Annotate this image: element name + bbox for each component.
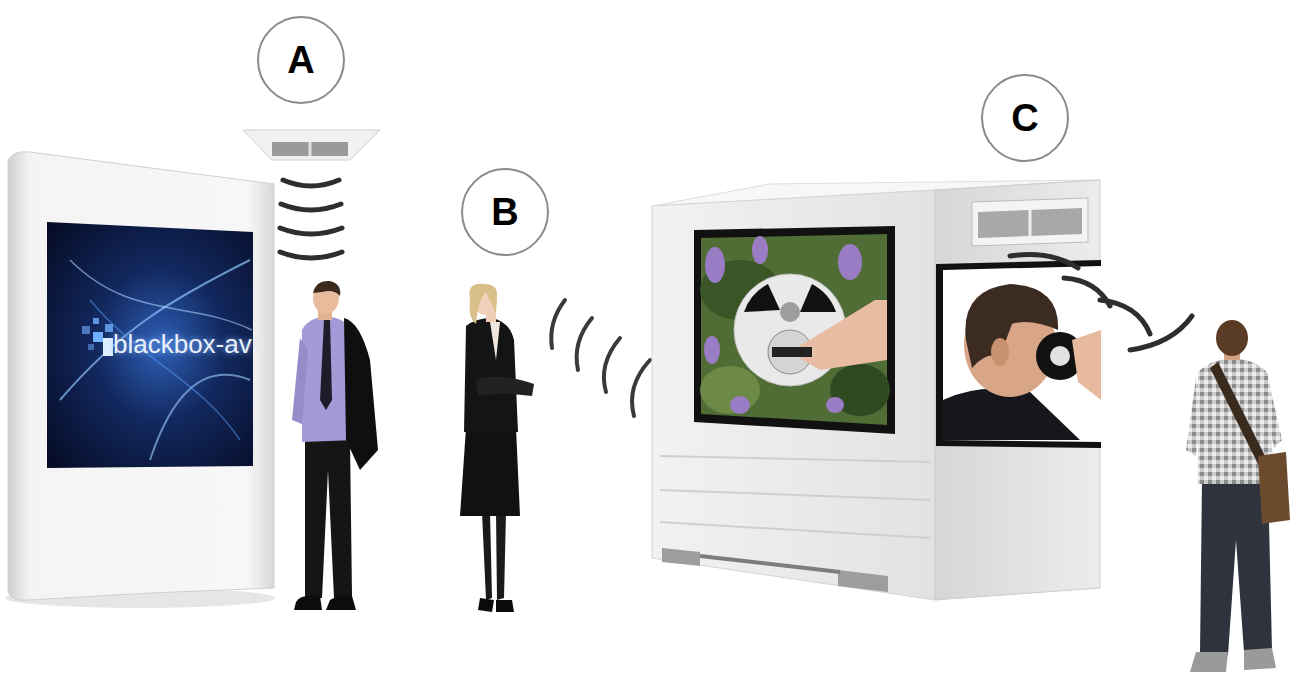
display-screen-node: blackbox-av	[47, 222, 253, 466]
screen-logo-text: blackbox-av	[113, 329, 252, 360]
callout-circle: A	[256, 15, 346, 105]
display-wall	[5, 152, 275, 608]
kiosk-side-screen	[936, 260, 1101, 448]
kiosk	[652, 180, 1100, 600]
callout-letter: C	[1011, 99, 1038, 137]
callout-letter: B	[491, 193, 518, 231]
person-a	[292, 281, 378, 610]
display-screen	[47, 222, 253, 468]
ceiling-speaker	[243, 130, 380, 160]
sound-waves	[280, 180, 342, 258]
light-streak	[150, 375, 250, 460]
logo-pixels	[82, 318, 113, 356]
person-b	[460, 284, 534, 612]
callout-circle: B	[460, 167, 550, 257]
circle-outline	[462, 169, 548, 255]
kiosk-front-screen	[694, 226, 895, 434]
wall-panel	[8, 152, 274, 601]
light-streak	[70, 260, 252, 330]
sound-waves	[1010, 255, 1192, 351]
circle-outline	[258, 17, 344, 103]
callout-letter: A	[287, 41, 314, 79]
light-streak	[90, 300, 240, 440]
person-c	[1186, 320, 1290, 672]
kiosk-speaker-vent	[972, 198, 1088, 246]
callout-circle: C	[980, 73, 1070, 163]
circle-outline	[982, 75, 1068, 161]
